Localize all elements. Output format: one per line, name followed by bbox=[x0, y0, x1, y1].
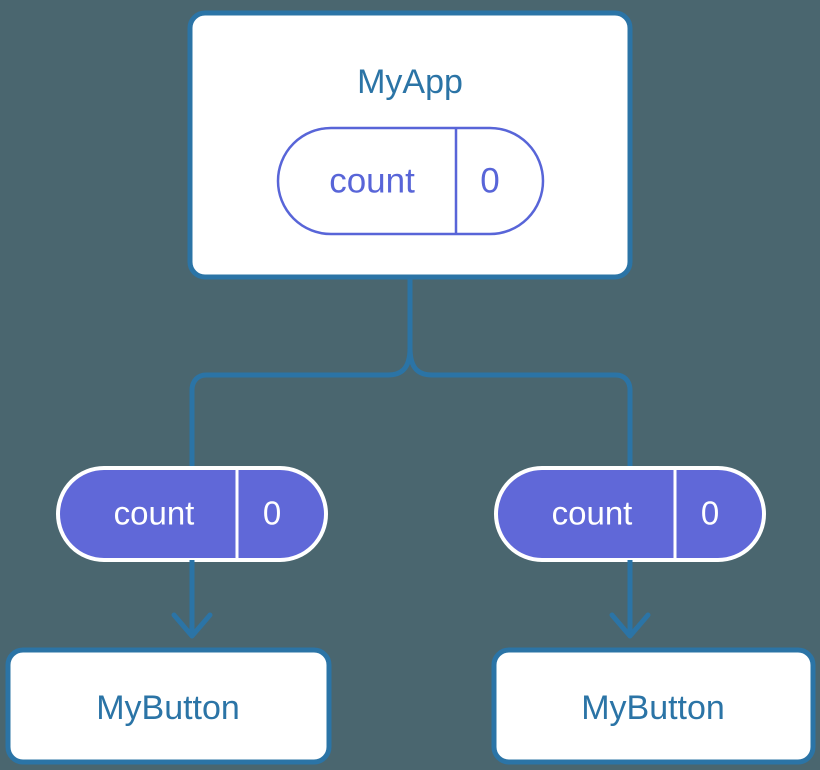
fork-branch-left bbox=[189, 347, 413, 470]
child-right-state-key: count bbox=[552, 495, 633, 532]
child-right-node[interactable]: MyButton bbox=[491, 647, 816, 765]
root-component-node[interactable]: MyApp count 0 bbox=[187, 10, 633, 280]
right-prop-arrow bbox=[609, 560, 651, 639]
child-right-state-value: 0 bbox=[701, 495, 719, 532]
child-left-node[interactable]: MyButton bbox=[5, 647, 332, 765]
root-state-pill-shape[interactable] bbox=[276, 126, 545, 236]
child-right-box[interactable] bbox=[491, 647, 816, 765]
root-state-pill[interactable]: count 0 bbox=[276, 126, 545, 236]
child-right-label: MyButton bbox=[581, 689, 725, 727]
left-prop-arrow-head-icon bbox=[171, 612, 213, 639]
right-prop-arrow-head-icon bbox=[609, 612, 651, 639]
root-component-label: MyApp bbox=[357, 63, 463, 101]
fork-branch-right bbox=[407, 347, 633, 470]
child-right-state-pill[interactable]: count 0 bbox=[494, 466, 766, 562]
root-state-key: count bbox=[329, 161, 415, 200]
child-left-state-key: count bbox=[114, 495, 195, 532]
left-prop-arrow bbox=[171, 560, 213, 639]
child-left-label: MyButton bbox=[96, 689, 240, 727]
child-left-state-value: 0 bbox=[263, 495, 281, 532]
child-left-state-pill[interactable]: count 0 bbox=[56, 466, 328, 562]
child-left-box[interactable] bbox=[5, 647, 332, 765]
root-state-value: 0 bbox=[480, 161, 499, 200]
